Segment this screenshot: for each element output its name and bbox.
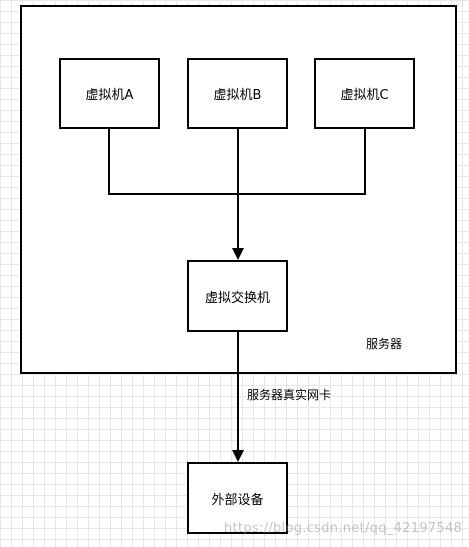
external-arrowhead: [232, 450, 244, 462]
vm-c-node: 虚拟机C: [314, 58, 415, 129]
vm-b-label: 虚拟机B: [213, 88, 262, 103]
virtual-switch-label: 虚拟交换机: [204, 290, 270, 306]
vm-a-label: 虚拟机A: [85, 88, 134, 103]
vm-c-label: 虚拟机C: [340, 88, 389, 103]
switch-arrowhead: [232, 248, 244, 260]
vm-a-node: 虚拟机A: [59, 58, 160, 129]
vm-b-node: 虚拟机B: [187, 58, 288, 129]
server-label: 服务器: [366, 337, 403, 351]
external-device-node: 外部设备: [187, 462, 288, 534]
watermark: https://blog.csdn.net/qq_42197548: [224, 521, 463, 536]
nic-label: 服务器真实网卡: [247, 388, 332, 402]
external-device-label: 外部设备: [211, 492, 264, 508]
virtual-switch-node: 虚拟交换机: [187, 260, 288, 332]
